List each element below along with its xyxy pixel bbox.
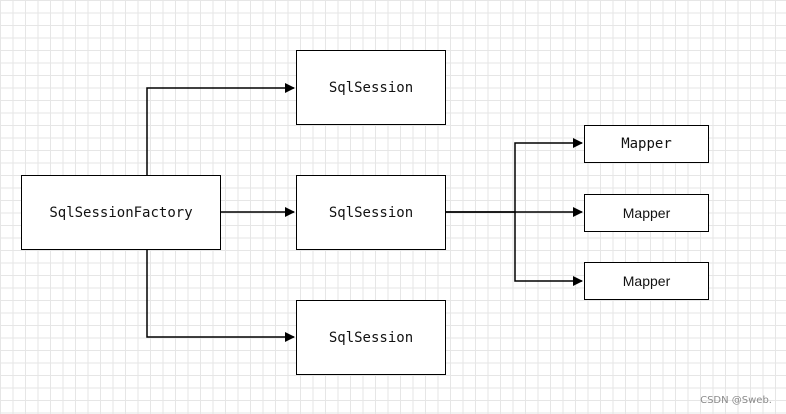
sqlsession-node-top: SqlSession	[296, 50, 446, 125]
mapper-node-top: Mapper	[584, 125, 709, 163]
mapper-bottom-label: Mapper	[622, 273, 671, 289]
edge-factory-to-session-top	[146, 83, 295, 175]
sqlsession-node-middle: SqlSession	[296, 175, 446, 250]
edge-session-to-mapper-bottom	[514, 212, 583, 286]
sqlsession-top-label: SqlSession	[328, 79, 414, 96]
watermark-text: CSDN @Sweb.	[700, 395, 772, 406]
edge-session-to-mapper-top	[446, 138, 583, 213]
sqlsessionfactory-label: SqlSessionFactory	[49, 204, 193, 221]
edge-factory-to-session-bottom	[146, 250, 295, 342]
sqlsession-bottom-label: SqlSession	[328, 329, 414, 346]
mapper-middle-label: Mapper	[622, 205, 671, 221]
mapper-node-middle: Mapper	[584, 194, 709, 232]
mapper-node-bottom: Mapper	[584, 262, 709, 300]
sqlsessionfactory-node: SqlSessionFactory	[21, 175, 221, 250]
sqlsession-node-bottom: SqlSession	[296, 300, 446, 375]
sqlsession-middle-label: SqlSession	[328, 204, 414, 221]
mapper-top-label: Mapper	[621, 136, 672, 152]
